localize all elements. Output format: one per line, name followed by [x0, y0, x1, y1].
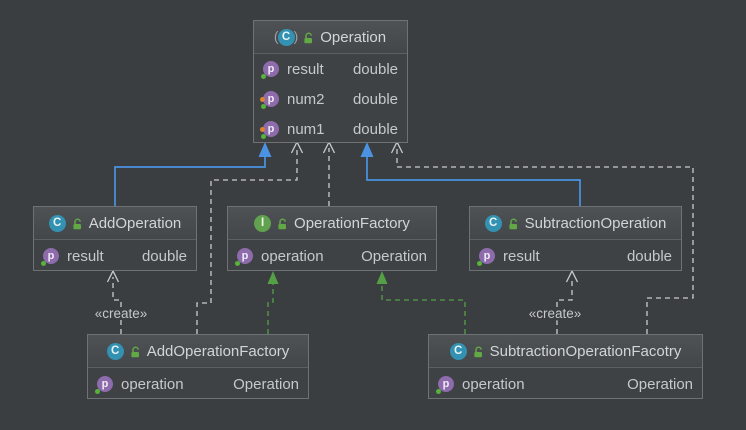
- field-name: operation: [462, 375, 525, 393]
- node-title: AddOperation: [88, 214, 182, 232]
- subtraction-operation-extends-operation-arrowhead[interactable]: [360, 142, 374, 157]
- node-title: SubtractionOperationFacotry: [489, 342, 682, 360]
- node-header-operation-factory[interactable]: I OperationFactory: [228, 207, 436, 240]
- field-name: num1: [287, 120, 325, 138]
- class-node-subtraction-operation-factory[interactable]: C SubtractionOperationFacotry p operatio…: [428, 334, 703, 399]
- green-dot-icon: [235, 261, 240, 266]
- field-name: operation: [261, 247, 324, 265]
- add-operation-extends-operation-arrowhead[interactable]: [258, 142, 272, 157]
- subtraction-operation-factory-implements-operation-factory-arrowhead[interactable]: [376, 271, 388, 284]
- lock-icon: [72, 218, 83, 230]
- field-row[interactable]: p result double: [254, 54, 407, 84]
- field-type: Operation: [627, 375, 693, 393]
- lock-icon: [277, 218, 288, 230]
- field-row[interactable]: p num2 double: [254, 84, 407, 114]
- add-operation-extends-operation-line[interactable]: [114, 157, 266, 206]
- field-type: double: [352, 60, 398, 78]
- property-icon: p: [41, 248, 59, 266]
- property-icon: p: [235, 248, 253, 266]
- green-dot-icon: [477, 261, 482, 266]
- property-icon: p: [260, 121, 279, 139]
- field-name: result: [67, 247, 104, 265]
- field-name: result: [287, 60, 324, 78]
- property-icon: p: [260, 91, 279, 109]
- add-operation-factory-implements-operation-factory-arrowhead[interactable]: [267, 271, 279, 284]
- field-type: double: [626, 247, 672, 265]
- subtraction-operation-extends-operation-line[interactable]: [366, 157, 581, 206]
- field-row[interactable]: p result double: [34, 240, 196, 272]
- green-dot-icon: [95, 389, 100, 394]
- class-icon: C: [48, 214, 66, 232]
- lock-icon: [130, 346, 141, 358]
- lock-icon: [303, 32, 314, 44]
- green-dot-icon: [261, 134, 266, 139]
- field-name: result: [503, 247, 540, 265]
- node-header-operation[interactable]: ( C ) Operation: [254, 21, 407, 54]
- add-operation-factory-creates-add-operation-arrowhead[interactable]: [106, 269, 120, 283]
- node-title: Operation: [320, 28, 387, 46]
- subtraction-operation-factory-implements-operation-factory-line[interactable]: [381, 284, 466, 334]
- field-type: Operation: [233, 375, 299, 393]
- property-icon: p: [95, 376, 113, 394]
- green-dot-icon: [261, 74, 266, 79]
- node-header-add-operation-factory[interactable]: C AddOperationFactory: [88, 335, 308, 368]
- node-title: SubtractionOperation: [524, 214, 667, 232]
- abstract-class-icon: ( C ): [273, 27, 299, 46]
- add-operation-factory-creates-add-operation-label: «create»: [95, 306, 148, 321]
- class-node-subtraction-operation[interactable]: C SubtractionOperation p result double: [469, 206, 682, 271]
- lock-icon: [508, 218, 519, 230]
- lock-icon: [473, 346, 484, 358]
- class-icon: C: [106, 342, 124, 360]
- green-dot-icon: [261, 104, 266, 109]
- field-row[interactable]: p operation Operation: [88, 368, 308, 400]
- property-icon: p: [436, 376, 454, 394]
- add-operation-factory-implements-operation-factory-line[interactable]: [267, 284, 274, 334]
- field-type: Operation: [361, 247, 427, 265]
- node-header-subtraction-operation-factory[interactable]: C SubtractionOperationFacotry: [429, 335, 702, 368]
- field-row[interactable]: p operation Operation: [228, 240, 436, 272]
- field-name: operation: [121, 375, 184, 393]
- subtraction-operation-factory-depends-operation-line[interactable]: [396, 148, 694, 334]
- property-icon: p: [261, 61, 279, 79]
- interface-icon: I: [254, 214, 272, 232]
- subtraction-operation-factory-creates-subtraction-operation-label: «create»: [529, 306, 582, 321]
- orange-dot-icon: [260, 127, 265, 132]
- field-name: num2: [287, 90, 325, 108]
- property-icon: p: [477, 248, 495, 266]
- field-row[interactable]: p operation Operation: [429, 368, 702, 400]
- field-row[interactable]: p num1 double: [254, 114, 407, 144]
- subtraction-operation-factory-creates-subtraction-operation-arrowhead[interactable]: [565, 269, 579, 283]
- class-icon: C: [484, 214, 502, 232]
- orange-dot-icon: [260, 97, 265, 102]
- node-header-add-operation[interactable]: C AddOperation: [34, 207, 196, 240]
- green-dot-icon: [436, 389, 441, 394]
- interface-node-operation-factory[interactable]: I OperationFactory p operation Operation: [227, 206, 437, 271]
- class-node-add-operation-factory[interactable]: C AddOperationFactory p operation Operat…: [87, 334, 309, 399]
- add-operation-factory-creates-add-operation-line[interactable]: [112, 277, 122, 334]
- field-row[interactable]: p result double: [470, 240, 681, 272]
- class-icon: C: [449, 342, 467, 360]
- node-title: OperationFactory: [294, 214, 410, 232]
- field-type: double: [352, 120, 398, 138]
- node-title: AddOperationFactory: [146, 342, 290, 360]
- node-header-subtraction-operation[interactable]: C SubtractionOperation: [470, 207, 681, 240]
- field-type: double: [141, 247, 187, 265]
- field-type: double: [352, 90, 398, 108]
- green-dot-icon: [41, 261, 46, 266]
- class-node-operation[interactable]: ( C ) Operation p result double p num2 d…: [253, 20, 408, 143]
- class-node-add-operation[interactable]: C AddOperation p result double: [33, 206, 197, 271]
